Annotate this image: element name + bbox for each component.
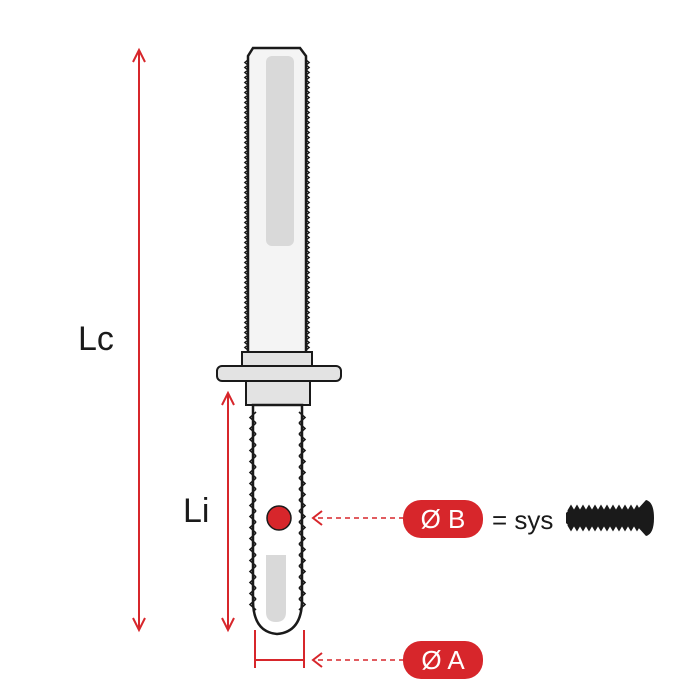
collar-top-ring: [241, 351, 313, 367]
diameter-b-pill: Ø B: [403, 500, 483, 538]
upper-threaded-shank: [243, 46, 311, 357]
thread-edge-left: [243, 59, 249, 351]
screw-icon: [566, 500, 654, 536]
screw-body: [566, 500, 654, 536]
thread-edge-left: [248, 411, 257, 611]
thread-edge-right: [298, 411, 307, 611]
diameter-a-dimension: [254, 630, 405, 668]
upper-thread-shading: [266, 56, 294, 246]
lower-thread-shading: [266, 555, 286, 622]
diameter-b-dimension: [266, 505, 405, 531]
screw-thread: [567, 504, 641, 532]
screw-thread-teeth: [567, 504, 641, 532]
lower-thread-teeth: [248, 411, 307, 611]
diameter-a-leader-arrow: [311, 652, 323, 668]
lc-dimension: [132, 47, 146, 633]
thread-edge-right: [305, 59, 311, 351]
li-arrow-bottom: [221, 617, 235, 633]
lc-arrow-bottom: [132, 617, 146, 633]
lc-label: Lc: [78, 320, 114, 358]
collar-bottom-ring: [245, 380, 311, 406]
li-dimension: [221, 390, 235, 633]
diameter-b-leader-arrow: [311, 510, 323, 526]
li-arrow-top: [221, 390, 235, 406]
collar: [216, 351, 342, 406]
upper-thread-teeth: [243, 59, 311, 351]
washer: [216, 365, 342, 382]
lc-arrow-top: [132, 47, 146, 63]
diameter-a-pill: Ø A: [403, 641, 483, 679]
hole-marker-icon: [266, 505, 292, 531]
li-label: Li: [183, 492, 210, 530]
sys-equals-text: = sys: [492, 505, 554, 535]
